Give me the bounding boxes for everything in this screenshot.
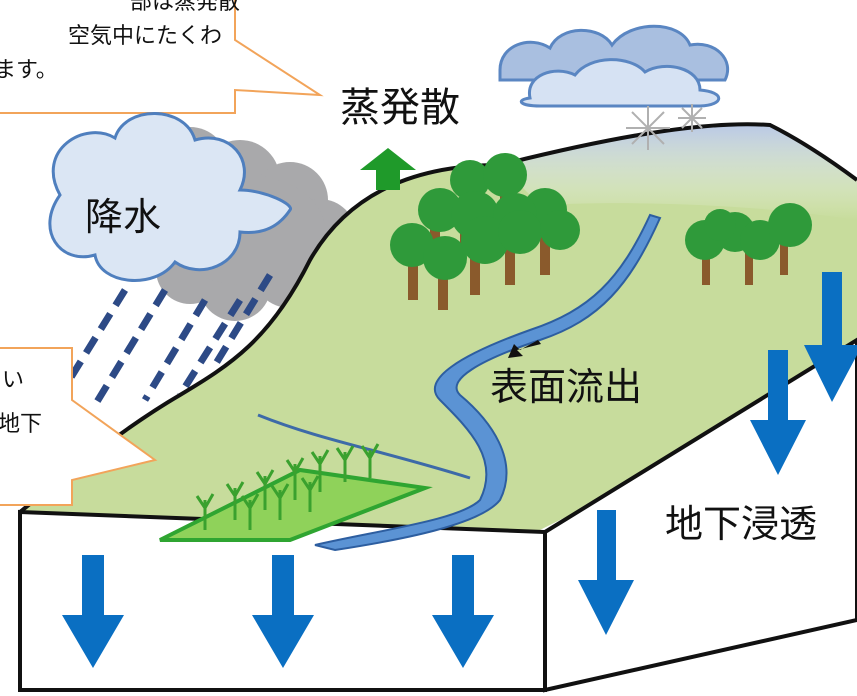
arrow-down-icon [62, 272, 857, 668]
callout-top-line1: 部は蒸発散 [130, 0, 241, 15]
rain-streaks [57, 273, 273, 407]
river [314, 213, 662, 552]
callout-mid-bubble [0, 347, 158, 506]
arrow-up-icon [360, 148, 416, 190]
tree-icon [390, 153, 580, 310]
rice-paddy [159, 467, 433, 542]
tree-icon [685, 203, 812, 285]
rice-plant-icon [195, 443, 380, 530]
label-precipitation: 降水 [85, 195, 162, 239]
label-surface-runoff: 表面流出 [490, 365, 643, 409]
callout-top-bubble [0, 0, 324, 114]
sky-cloud [519, 58, 721, 108]
label-evapotranspiration: 蒸発散 [340, 85, 460, 131]
label-infiltration: 地下浸透 [665, 502, 818, 546]
callout-mid-line2: 地下 [0, 412, 43, 437]
distant-sky-band [500, 124, 857, 220]
runoff-pointer-arrow [508, 340, 541, 358]
rain-cloud [48, 112, 292, 282]
callout-top-line3: ます。 [0, 58, 58, 83]
snowflake-icon [626, 104, 706, 150]
callout-mid-line1: い [2, 368, 25, 393]
tributary-stream [257, 413, 471, 480]
callout-top-line2: 空気中にたくわ [68, 24, 223, 49]
